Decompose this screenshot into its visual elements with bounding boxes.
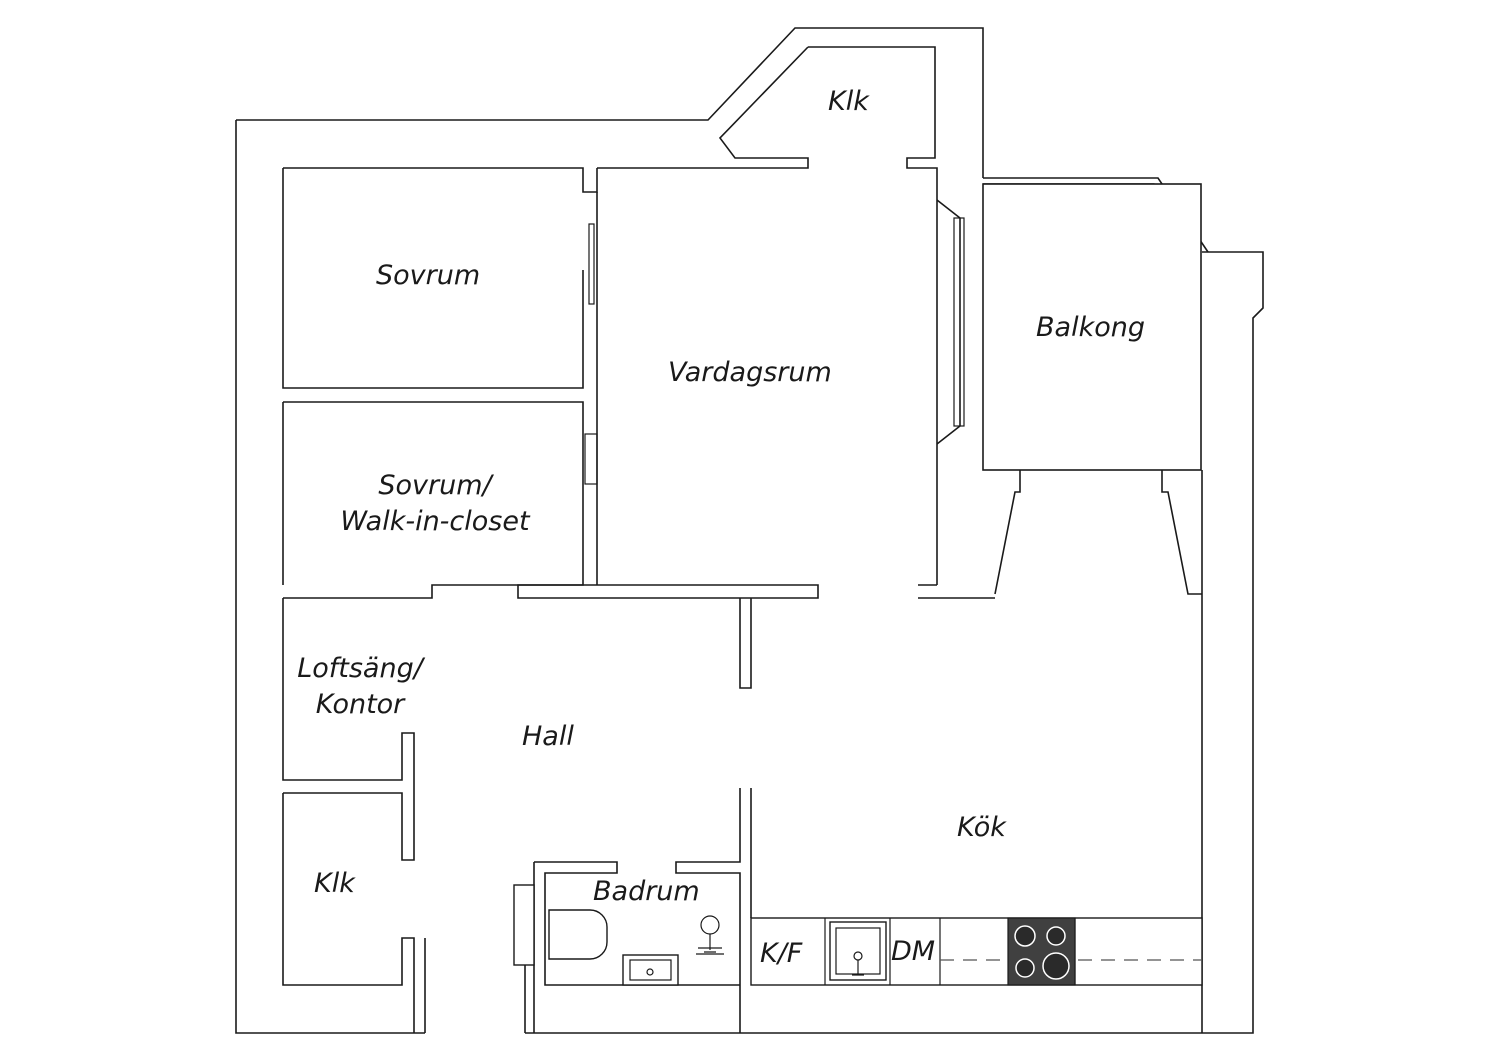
fixture-label-dishwasher: DM [891, 936, 936, 967]
bedroom-1-walls [282, 167, 598, 585]
room-label-sovrum-walkin-line2: Walk-in-closet [340, 506, 530, 537]
kitchen-counter [750, 917, 1203, 986]
room-label-balkong: Balkong [1036, 312, 1145, 343]
stove-icon [1007, 917, 1076, 986]
closet-bottom-walls [282, 793, 415, 1033]
room-label-loftsang-line1: Loftsäng/ [297, 653, 423, 684]
balcony [918, 183, 1203, 1033]
room-label-kok: Kök [957, 812, 1006, 843]
room-label-klk-bottom: Klk [314, 868, 355, 899]
fixture-label-fridge-freezer: K/F [760, 938, 803, 969]
bathroom [513, 861, 740, 1033]
room-label-klk-top: Klk [828, 86, 869, 117]
loft-office-walls [282, 598, 415, 861]
room-label-sovrum-walkin: Sovrum/ Walk-in-closet [333, 468, 537, 540]
closet-top-walls [597, 46, 938, 585]
bedroom-2-walls [282, 401, 819, 599]
hall-partition [675, 598, 752, 1033]
room-label-loftsang-line2: Kontor [315, 689, 405, 720]
room-label-sovrum-walkin-line1: Sovrum/ [378, 470, 492, 501]
room-label-loftsang: Loftsäng/ Kontor [290, 651, 430, 723]
room-label-badrum: Badrum [593, 876, 700, 907]
room-label-vardagsrum: Vardagsrum [668, 357, 832, 388]
room-label-sovrum: Sovrum [376, 260, 481, 291]
room-label-hall: Hall [522, 721, 574, 752]
